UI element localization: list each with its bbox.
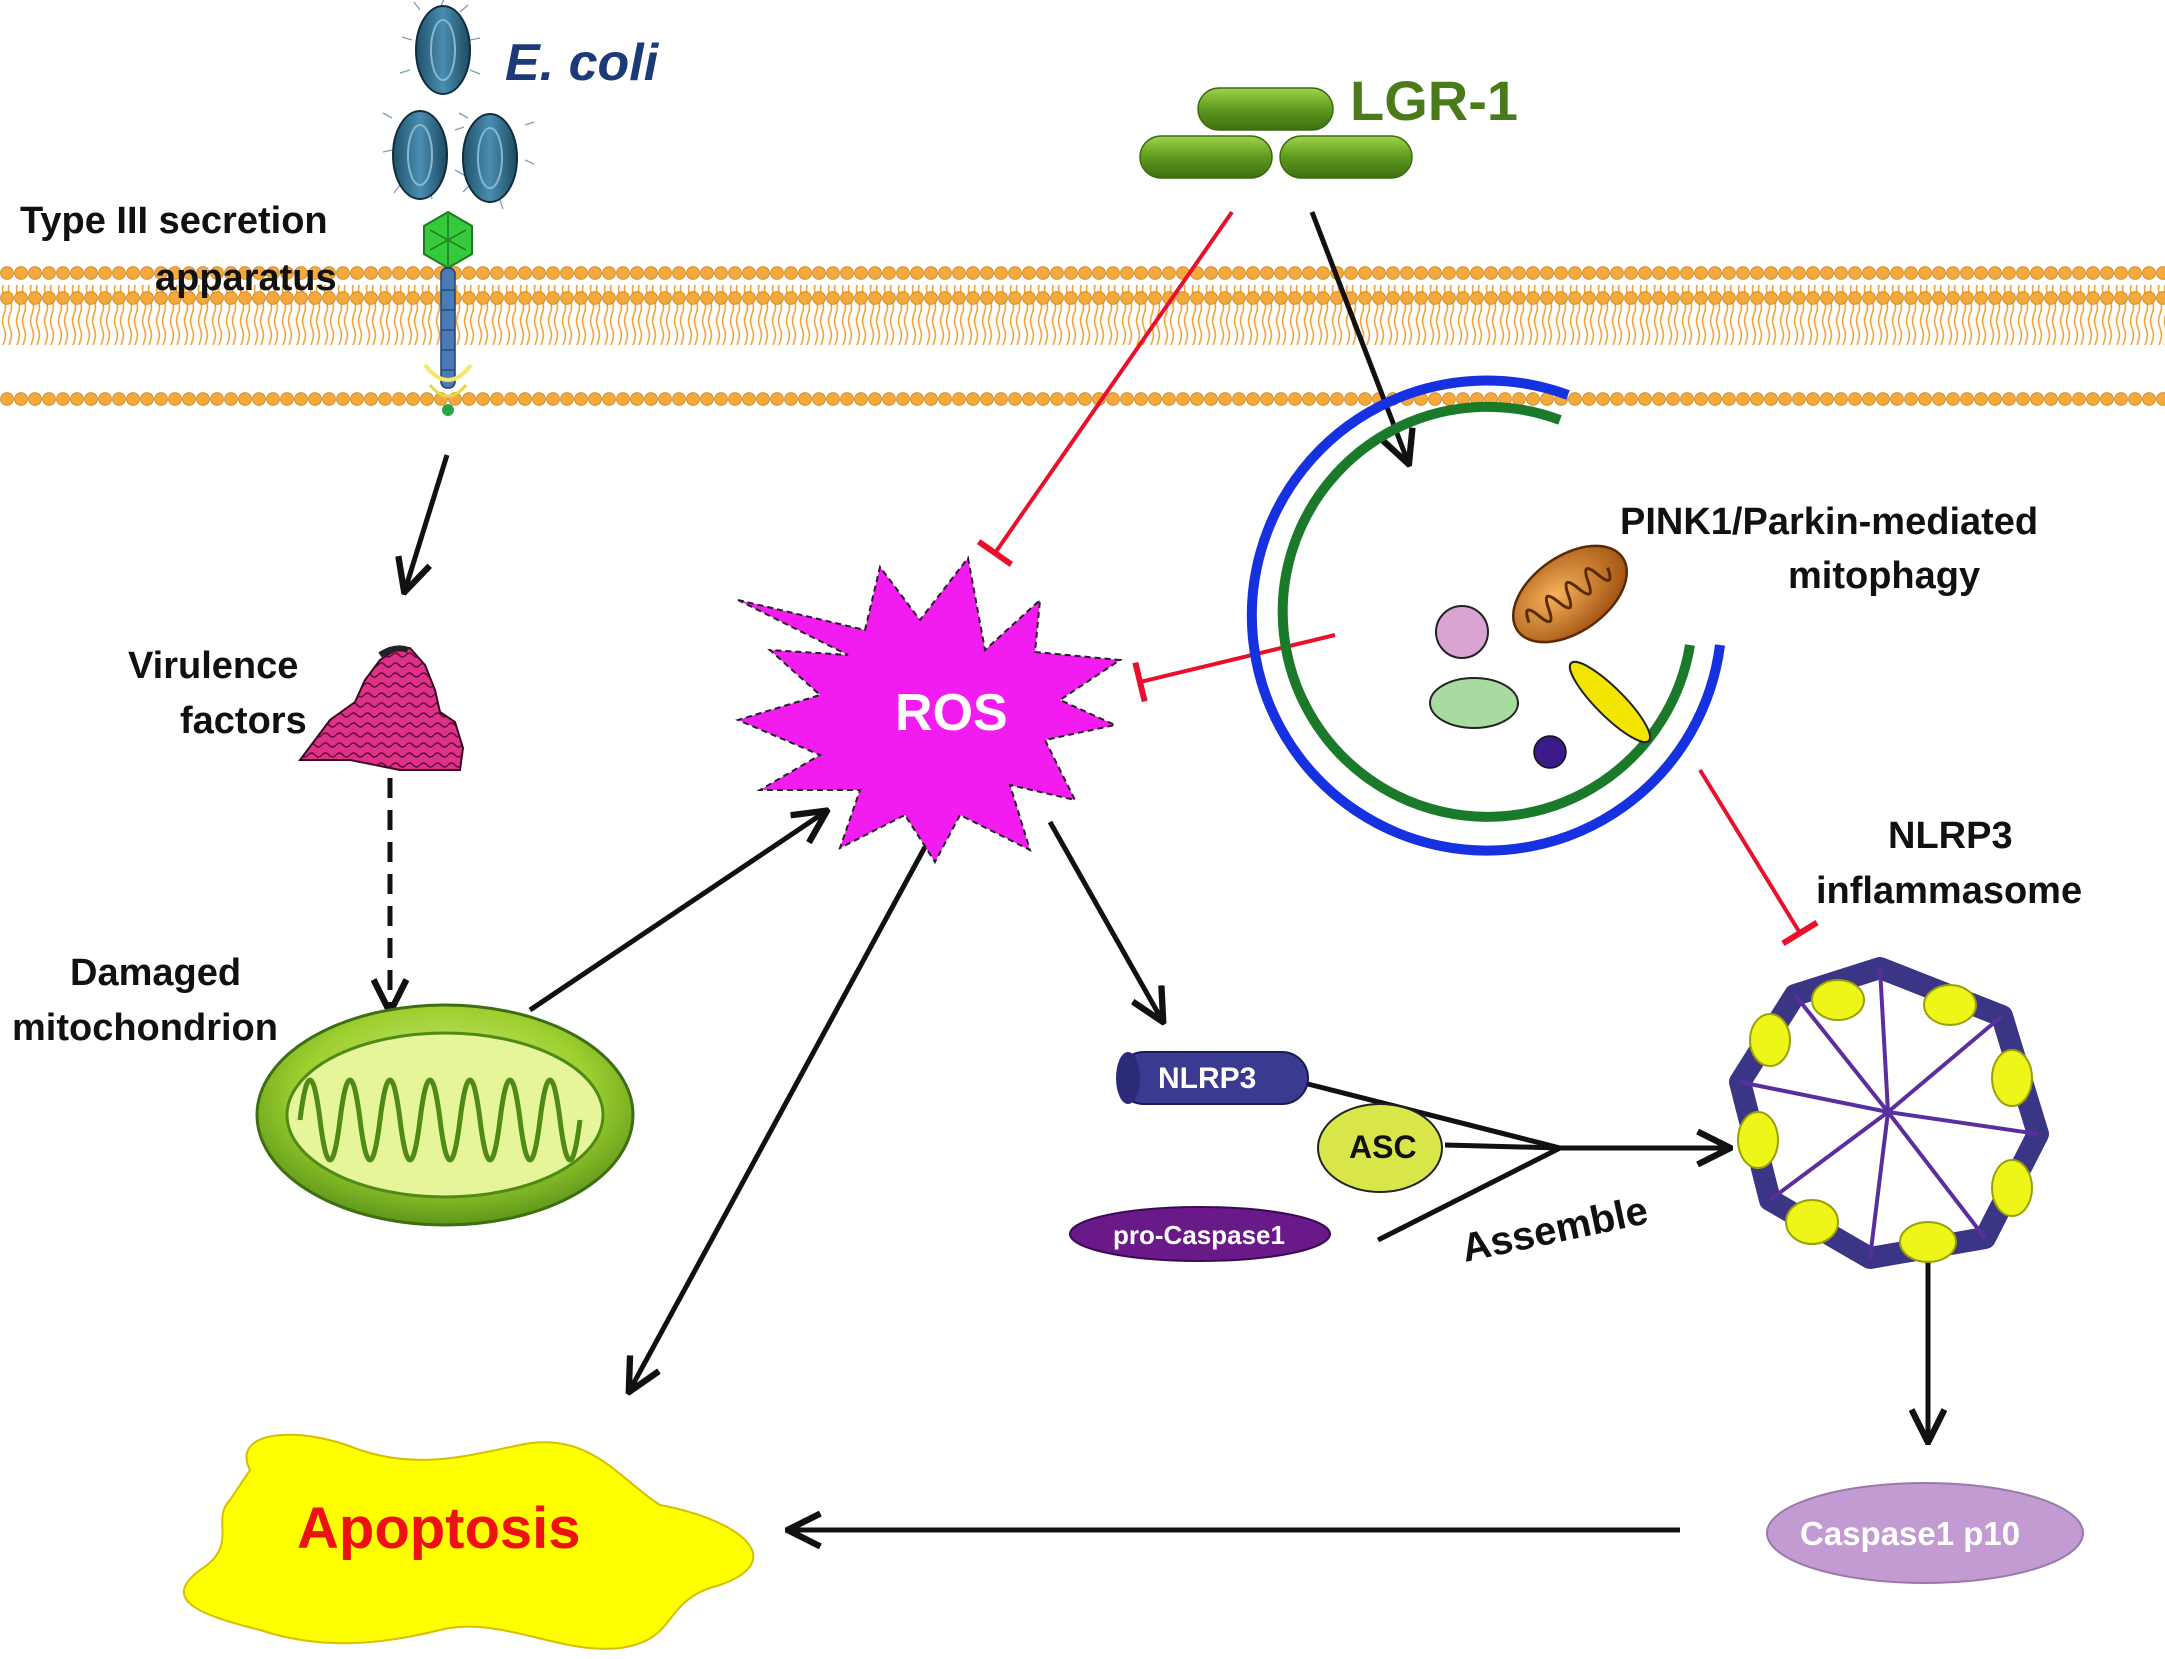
nlrp3-pill-label: NLRP3	[1158, 1062, 1256, 1095]
inhibit-mitophagy-ros	[1132, 633, 1336, 703]
pink1-label-line2: mitophagy	[1788, 555, 1980, 597]
type-iii-secretion-icon	[423, 210, 473, 416]
type-iii-label-line1: Type III secretion	[20, 200, 328, 242]
arrows	[390, 211, 1928, 1530]
apoptosis-label: Apoptosis	[297, 1496, 581, 1561]
ecoli-bacteria-icon	[382, 0, 535, 210]
caspase1-p10-label: Caspase1 p10	[1800, 1515, 2020, 1552]
mitophagy-phagophore-icon	[1246, 375, 1725, 856]
inhibit-mitophagy-inflammasome	[1698, 768, 1819, 947]
nlrp3-inflammasome-label-line1: NLRP3	[1888, 815, 2013, 857]
ros-label: ROS	[895, 684, 1008, 742]
lgr1-label: LGR-1	[1350, 69, 1518, 132]
asc-component	[1317, 1103, 1443, 1193]
ros-starburst	[735, 555, 1123, 864]
type-iii-label-line2: apparatus	[155, 257, 337, 299]
arrow-lgr1-to-mitophagy	[1309, 211, 1408, 462]
assemble-line-procaspase	[1376, 1145, 1562, 1243]
pink1-label-line1: PINK1/Parkin-mediated	[1620, 501, 2038, 543]
inhibit-lgr1-ros	[976, 210, 1234, 567]
damaged-mitochondrion-icon	[255, 1003, 635, 1227]
assemble-line-nlrp3	[1299, 1079, 1561, 1151]
damaged-label-line1: Damaged	[70, 952, 241, 994]
virulence-factors-icon	[298, 645, 465, 771]
arrow-secretion-to-virulence	[405, 454, 450, 590]
virulence-label-line2: factors	[180, 700, 307, 742]
cell-membrane	[0, 266, 2165, 406]
ecoli-label: E. coli	[505, 34, 660, 92]
nlrp3-inflammasome-icon	[1729, 957, 2049, 1269]
assemble-label: Assemble	[1458, 1188, 1652, 1270]
lgr1-bacteria-icon	[1139, 87, 1413, 179]
arrow-ros-to-apoptosis	[630, 845, 928, 1390]
mitochondrion-small-icon	[1511, 544, 1629, 644]
asc-label: ASC	[1349, 1129, 1417, 1165]
assemble-line-asc	[1444, 1142, 1561, 1151]
pro-caspase1-label: pro-Caspase1	[1113, 1220, 1285, 1250]
nlrp3-component	[1116, 1051, 1309, 1105]
pro-caspase1-component	[1069, 1206, 1331, 1262]
nlrp3-inflammasome-label-line2: inflammasome	[1816, 870, 2082, 912]
arrow-mitochondrion-to-ros	[528, 812, 825, 1013]
damaged-label-line2: mitochondrion	[12, 1007, 278, 1049]
inhibitions	[976, 210, 1819, 947]
caspase1-p10-component	[1766, 1482, 2084, 1584]
apoptosis-blob	[183, 1433, 755, 1650]
virulence-label-line1: Virulence	[128, 645, 298, 687]
arrow-ros-to-nlrp3	[1047, 820, 1162, 1020]
